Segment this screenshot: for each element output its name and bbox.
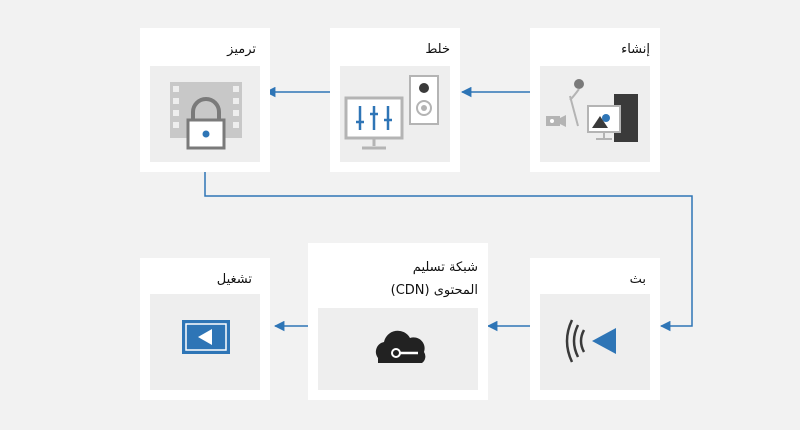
step-broadcast-label: بث <box>629 272 646 287</box>
step-cdn-label-line1: شبكة تسليم <box>412 260 478 275</box>
step-create-label: إنشاء <box>621 42 650 57</box>
step-cdn-label-line2: المحتوى (CDN) <box>390 283 478 298</box>
step-mix: خلط <box>330 28 460 172</box>
step-encode: ترميز <box>140 28 270 172</box>
step-broadcast-panel <box>540 294 650 390</box>
create-media-icon <box>546 79 638 142</box>
step-play-panel <box>150 294 260 390</box>
broadcast-icon <box>565 319 616 363</box>
video-player-icon <box>182 320 230 354</box>
step-mix-label: خلط <box>425 42 450 57</box>
step-play: تشغيل <box>140 258 270 400</box>
step-create-panel <box>540 66 650 162</box>
step-create: إنشاء <box>530 28 660 172</box>
mixer-icon <box>344 75 439 150</box>
step-cdn-panel <box>318 308 478 390</box>
encrypted-video-icon <box>170 82 242 150</box>
step-encode-label: ترميز <box>227 42 256 57</box>
step-play-label: تشغيل <box>216 272 252 287</box>
step-encode-panel <box>150 66 260 162</box>
step-mix-panel <box>340 66 450 162</box>
cloud-icon <box>375 330 426 363</box>
step-cdn: شبكة تسليم المحتوى (CDN) <box>308 243 488 400</box>
arrow-encode-to-broadcast <box>204 172 693 332</box>
step-broadcast: بث <box>530 258 660 400</box>
